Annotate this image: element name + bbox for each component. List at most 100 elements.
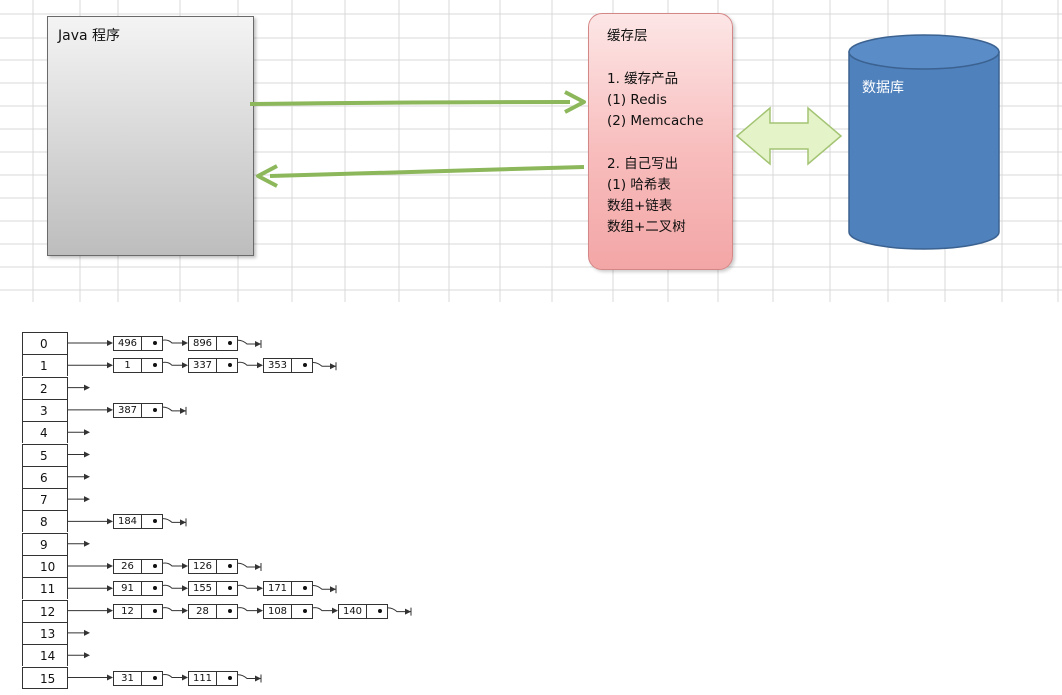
chain-node: 353 xyxy=(263,358,313,374)
java-program-title: Java 程序 xyxy=(58,28,121,44)
next-pointer-arrowhead xyxy=(182,563,188,569)
chain-node: 184 xyxy=(113,514,163,530)
null-arrowhead xyxy=(255,564,261,570)
next-pointer-arrowhead xyxy=(182,362,188,369)
next-pointer-arrowhead xyxy=(332,607,338,614)
database-cylinder xyxy=(848,34,1000,250)
chain-node-value: 140 xyxy=(339,604,367,618)
bucket-empty-arrowhead xyxy=(84,496,90,503)
chain-node-pointer-dot xyxy=(153,407,157,412)
chain-node: 12 xyxy=(113,603,163,619)
cache-layer-box: 缓存层 1. 缓存产品 (1) Redis (2) Memcache 2. 自己… xyxy=(588,13,733,270)
chain-node: 1 xyxy=(113,358,163,374)
bucket-empty-arrowhead xyxy=(84,629,90,636)
chain-node-value: 28 xyxy=(189,604,217,618)
database-label: 数据库 xyxy=(862,80,904,96)
chain-node-value: 91 xyxy=(114,582,142,596)
chain-node-value: 496 xyxy=(114,337,142,350)
bucket-index-cell: 4 xyxy=(22,421,68,444)
bucket-index-cell: 0 xyxy=(22,332,68,354)
chain-node: 31 xyxy=(113,670,163,686)
next-pointer-arrowhead xyxy=(257,585,263,592)
chain-node-value: 31 xyxy=(114,671,142,685)
chain-node-pointer-dot xyxy=(378,608,382,613)
chain-node: 126 xyxy=(188,559,238,574)
next-pointer-arrowhead xyxy=(182,607,188,614)
cache-line: 1. 缓存产品 xyxy=(607,71,679,87)
cache-line: 数组+二叉树 xyxy=(607,219,686,235)
next-pointer-arrowhead xyxy=(182,674,188,681)
bucket-index-cell: 6 xyxy=(22,465,68,488)
bucket-index-cell: 1 xyxy=(22,354,68,377)
cache-layer-title: 缓存层 xyxy=(607,28,648,44)
bucket-arrowhead xyxy=(107,607,113,614)
chain-node-value: 108 xyxy=(264,604,292,618)
chain-node-pointer-dot xyxy=(153,519,157,524)
bucket-empty-arrowhead xyxy=(84,540,90,547)
next-pointer-arrowhead xyxy=(257,607,263,614)
chain-node-value: 896 xyxy=(189,337,217,350)
bucket-arrowhead xyxy=(107,406,113,413)
null-arrowhead xyxy=(330,586,336,593)
chain-node: 111 xyxy=(188,670,238,686)
request-arrow xyxy=(249,90,586,114)
watermark xyxy=(40,650,120,670)
chain-node-value: 155 xyxy=(189,582,217,596)
cache-line: (1) Redis xyxy=(607,92,667,108)
response-arrow xyxy=(256,164,585,188)
cache-line: (1) 哈希表 xyxy=(607,177,671,193)
chain-node-pointer-dot xyxy=(153,564,157,568)
bucket-empty-arrowhead xyxy=(84,451,90,458)
cache-line: 2. 自己写出 xyxy=(607,156,679,172)
bucket-index-cell: 15 xyxy=(22,666,68,689)
null-arrowhead xyxy=(330,363,336,370)
java-program-box: Java 程序 xyxy=(47,16,254,256)
chain-node-value: 26 xyxy=(114,560,142,573)
chain-node: 171 xyxy=(263,581,313,597)
chain-node-pointer-dot xyxy=(228,608,232,613)
null-arrowhead xyxy=(405,608,411,615)
cache-layer-text: 缓存层 1. 缓存产品 (1) Redis (2) Memcache 2. 自己… xyxy=(607,26,704,238)
chain-node-pointer-dot xyxy=(153,608,157,613)
cache-line: 数组+链表 xyxy=(607,198,673,214)
null-arrowhead xyxy=(180,407,186,414)
chain-node: 337 xyxy=(188,358,238,374)
chain-node-pointer-dot xyxy=(303,363,307,368)
chain-node-value: 337 xyxy=(189,359,217,373)
chain-node-pointer-dot xyxy=(228,363,232,368)
chain-node-value: 111 xyxy=(189,671,217,685)
chain-node: 387 xyxy=(113,402,163,418)
chain-node: 496 xyxy=(113,336,163,351)
bucket-index-cell: 7 xyxy=(22,488,68,511)
chain-node: 91 xyxy=(113,581,163,597)
chain-node-value: 171 xyxy=(264,582,292,596)
bucket-index-cell: 12 xyxy=(22,599,68,622)
bucket-empty-arrowhead xyxy=(84,384,90,391)
chain-node-value: 184 xyxy=(114,515,142,529)
chain-node-value: 353 xyxy=(264,359,292,373)
hash-chain-links xyxy=(68,339,412,683)
chain-node-value: 12 xyxy=(114,604,142,618)
bucket-index-cell: 9 xyxy=(22,532,68,555)
chain-node: 108 xyxy=(263,603,313,619)
chain-node-pointer-dot xyxy=(228,564,232,568)
null-arrowhead xyxy=(255,341,261,347)
chain-node-pointer-dot xyxy=(153,586,157,591)
bucket-index-cell: 10 xyxy=(22,555,68,577)
next-pointer-arrowhead xyxy=(257,362,263,369)
next-pointer-arrowhead xyxy=(182,340,188,346)
chain-node-pointer-dot xyxy=(228,341,232,345)
null-arrowhead xyxy=(180,519,186,526)
chain-node-pointer-dot xyxy=(303,608,307,613)
bucket-index-cell: 3 xyxy=(22,398,68,421)
architecture-diagram: Java 程序 缓存层 1. 缓存产品 (1) Redis (2) Memcac… xyxy=(0,0,1062,310)
cache-line: (2) Memcache xyxy=(607,113,704,129)
bucket-arrowhead xyxy=(107,585,113,592)
chain-node-value: 1 xyxy=(114,359,142,373)
chain-node-value: 126 xyxy=(189,560,217,573)
bucket-index-cell: 11 xyxy=(22,577,68,600)
bucket-empty-arrowhead xyxy=(84,429,90,436)
bucket-arrowhead xyxy=(107,362,113,369)
chain-node-pointer-dot xyxy=(303,586,307,591)
